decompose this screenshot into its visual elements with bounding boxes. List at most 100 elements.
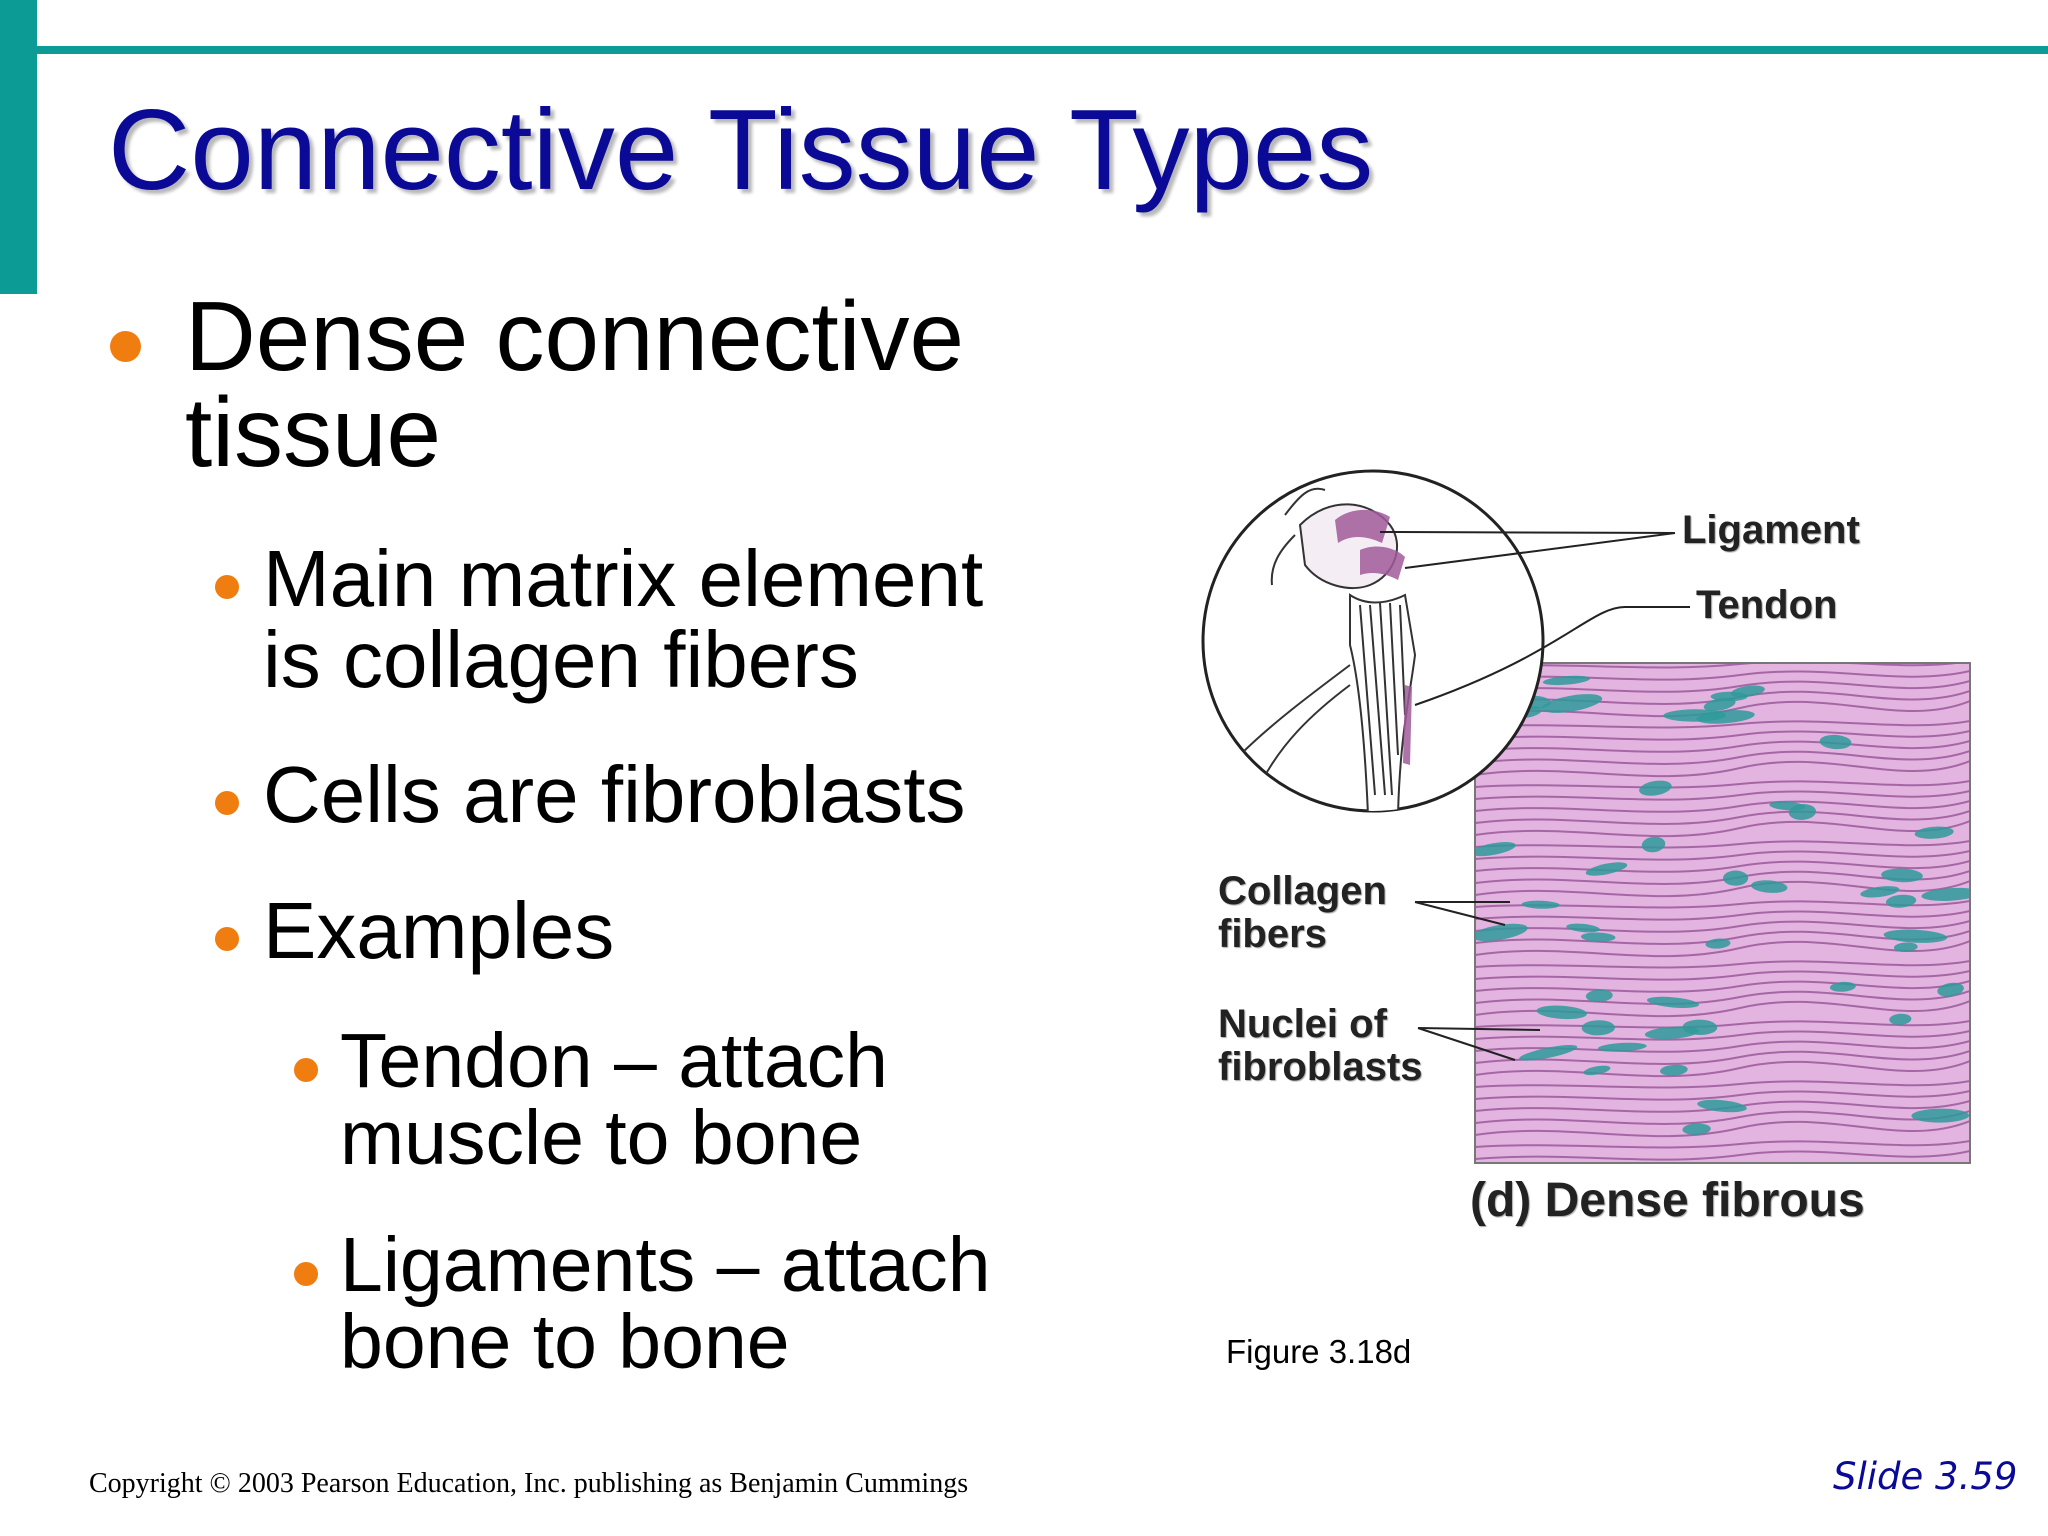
- collagen-fiber: [1475, 860, 1970, 873]
- label-ligament: Ligament: [1682, 508, 1860, 552]
- dense-fibrous-figure: Ligament Tendon Collagen fibers Nuclei o…: [1200, 455, 2020, 1255]
- figure-caption: (d) Dense fibrous: [1470, 1174, 1865, 1227]
- fibroblast-nucleus: [1893, 942, 1918, 952]
- fibroblast-nucleus: [1723, 870, 1749, 886]
- fibroblast-nucleus: [1566, 923, 1600, 933]
- bullet-dot-icon: [110, 331, 141, 362]
- slide-number: Slide 3.59: [1833, 1455, 2018, 1498]
- bullet-ligaments: Ligaments – attach bone to bone: [294, 1222, 991, 1385]
- collagen-fiber: [1475, 1030, 1970, 1041]
- top-accent-rule: [37, 46, 2048, 54]
- fibroblast-nucleus: [1597, 1042, 1647, 1052]
- copyright-notice: Copyright © 2003 Pearson Education, Inc.…: [89, 1468, 969, 1499]
- collagen-fiber: [1475, 810, 1970, 825]
- bullet-line: bone to bone: [340, 1299, 790, 1385]
- collagen-fiber: [1475, 730, 1970, 741]
- collagen-fiber: [1475, 790, 1970, 801]
- collagen-fiber: [1475, 760, 1970, 778]
- fibroblast-nucleus: [1914, 826, 1954, 839]
- collagen-fiber: [1475, 750, 1970, 765]
- leader-lines: [1379, 531, 1690, 1061]
- collagen-fiber: [1475, 960, 1970, 969]
- collagen-fiber: [1475, 1120, 1970, 1138]
- fibroblast-nucleus: [1663, 709, 1727, 722]
- fibroblast-nucleus: [1580, 932, 1616, 942]
- fibroblast-nucleus: [1519, 1045, 1578, 1061]
- fibroblast-nucleus: [1646, 996, 1700, 1009]
- fibroblast-nucleus: [1641, 836, 1666, 853]
- fibroblast-nucleus: [1697, 1099, 1747, 1113]
- fibroblast-nucleus: [1639, 780, 1672, 796]
- fibroblast-nucleus: [1881, 868, 1923, 883]
- collagen-fiber: [1475, 920, 1970, 933]
- bullet-line: muscle to bone: [340, 1095, 863, 1181]
- slide-title: Connective Tissue Types: [108, 87, 1374, 214]
- fibroblast-nucleus: [1860, 886, 1900, 898]
- bullet-line: Cells are fibroblasts: [263, 750, 966, 839]
- fibroblast-nucleus: [1769, 801, 1806, 811]
- label-nuclei-of-fibroblasts: Nuclei of fibroblasts: [1218, 1003, 1468, 1089]
- bullet-line: Examples: [263, 886, 615, 975]
- bullet-examples: Examples: [215, 886, 615, 975]
- bullet-line: tissue: [185, 377, 442, 487]
- fibroblast-nucleus: [1583, 1065, 1611, 1076]
- collagen-fiber: [1475, 1110, 1970, 1125]
- bullet-dense-connective-tissue: Dense connective tissue: [110, 281, 965, 487]
- collagen-fiber: [1475, 680, 1970, 693]
- fibroblast-nucleus: [1883, 929, 1948, 943]
- fibroblast-nucleus: [1819, 734, 1852, 750]
- collagen-fiber: [1475, 1020, 1970, 1029]
- fibroblast-nucleus: [1521, 900, 1560, 909]
- collagen-fiber: [1475, 1150, 1970, 1161]
- fibroblast-nucleus: [1585, 862, 1628, 876]
- fibroblast-nucleus: [1475, 923, 1528, 942]
- bullet-cells-fibroblasts: Cells are fibroblasts: [215, 750, 966, 839]
- tissue-micrograph: [1474, 662, 1971, 1164]
- bullet-dot-icon: [215, 927, 239, 951]
- bullet-dot-icon: [215, 575, 239, 599]
- fibroblast-nucleus: [1921, 887, 1970, 901]
- bullet-line: is collagen fibers: [263, 615, 859, 704]
- fibroblast-nucleus: [1536, 1005, 1588, 1020]
- collagen-fiber: [1475, 1090, 1970, 1101]
- label-tendon: Tendon: [1696, 583, 1838, 627]
- collagen-fiber: [1475, 850, 1970, 861]
- fibroblast-nucleus: [1889, 1013, 1912, 1025]
- collagen-fiber: [1475, 720, 1970, 729]
- fibroblast-nucleus: [1705, 938, 1731, 949]
- bullet-dot-icon: [215, 791, 239, 815]
- fibroblast-nucleus: [1911, 1108, 1970, 1123]
- bullet-dot-icon: [294, 1262, 318, 1286]
- fibroblast-nucleus: [1660, 1064, 1688, 1076]
- figure-number: Figure 3.18d: [1226, 1333, 1412, 1370]
- fibroblast-nucleus: [1585, 989, 1613, 1003]
- dense-fibrous-illustration: [1201, 469, 1971, 1164]
- collagen-fiber: [1475, 663, 1964, 669]
- fibroblast-nucleus: [1682, 1123, 1711, 1135]
- label-line: fibroblasts: [1218, 1045, 1423, 1089]
- collagen-fiber: [1475, 910, 1970, 921]
- bullet-line: Tendon – attach: [340, 1018, 888, 1104]
- fibroblast-nucleus: [1937, 982, 1964, 997]
- fibroblast-nucleus: [1829, 981, 1856, 992]
- collagen-fiber: [1475, 1050, 1970, 1065]
- bullet-dot-icon: [294, 1058, 318, 1082]
- collagen-fiber: [1475, 1080, 1970, 1089]
- label-collagen-fibers: Collagen fibers: [1218, 870, 1418, 956]
- fibroblast-nucleus: [1885, 894, 1917, 908]
- bullet-line: Dense connective: [185, 281, 965, 391]
- shoulder-joint-sketch: [1201, 469, 1545, 813]
- collagen-fiber: [1475, 740, 1970, 753]
- collagen-fiber: [1475, 880, 1970, 898]
- collagen-fiber: [1475, 990, 1970, 1005]
- label-line: Nuclei of: [1218, 1002, 1387, 1046]
- bullet-main-matrix: Main matrix element is collagen fibers: [215, 534, 984, 704]
- bullet-tendon: Tendon – attach muscle to bone: [294, 1018, 888, 1181]
- bullet-line: Main matrix element: [263, 534, 984, 623]
- collagen-fiber: [1475, 800, 1970, 813]
- collagen-fiber: [1475, 780, 1970, 789]
- fibroblast-nucleus: [1542, 675, 1591, 686]
- bullet-line: Ligaments – attach: [340, 1222, 991, 1308]
- collagen-fiber: [1475, 820, 1970, 838]
- fibroblast-nucleus: [1581, 1020, 1615, 1036]
